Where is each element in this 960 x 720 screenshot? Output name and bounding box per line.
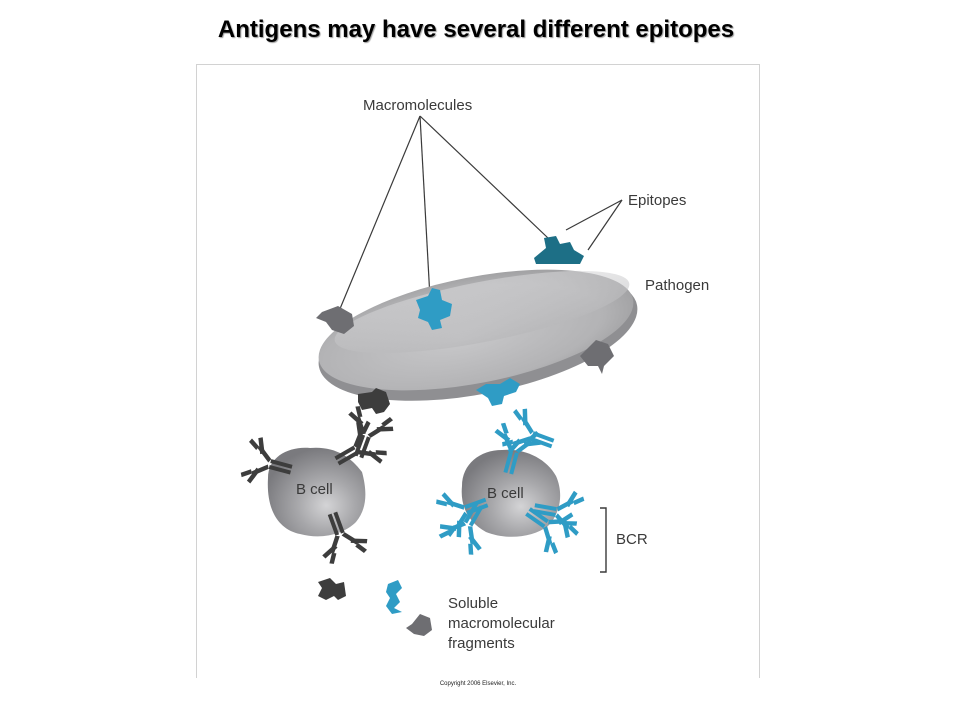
gray-macromolecule-left [316, 306, 354, 334]
bcr-bracket [600, 507, 607, 573]
pathogen [318, 269, 638, 401]
epitopes-leader-lines [565, 199, 623, 251]
macromolecules-leader-lines [336, 115, 549, 317]
b-cell-left [267, 447, 366, 537]
dark-antibody-top [335, 403, 398, 465]
soluble-label-line3: fragments [448, 635, 515, 652]
gray-soluble-fragment [406, 614, 432, 636]
b-cell-right-label: B cell [487, 485, 524, 502]
slide-title: Antigens may have several different epit… [217, 16, 735, 43]
b-cell-left-label: B cell [296, 481, 333, 498]
bcr-label: BCR [616, 531, 648, 548]
gray-macromolecule-right [580, 340, 614, 374]
dark-soluble-fragment [318, 578, 346, 600]
macromolecules-label: Macromolecules [363, 97, 472, 114]
soluble-label-line1: Soluble [448, 595, 498, 612]
blue-macromolecule-center [416, 288, 452, 330]
blue-macromolecule-bottom [476, 378, 520, 406]
epitopes-label: Epitopes [628, 192, 686, 209]
dark-macromolecule-bottom [358, 388, 390, 414]
soluble-label-line2: macromolecular [448, 615, 555, 632]
blue-soluble-fragment [386, 580, 402, 614]
copyright-notice: Copyright 2006 Elsevier, Inc. [439, 681, 517, 687]
teal-epitope-macromolecule [534, 236, 584, 264]
figure-panel [196, 64, 760, 678]
pathogen-label: Pathogen [645, 277, 709, 294]
